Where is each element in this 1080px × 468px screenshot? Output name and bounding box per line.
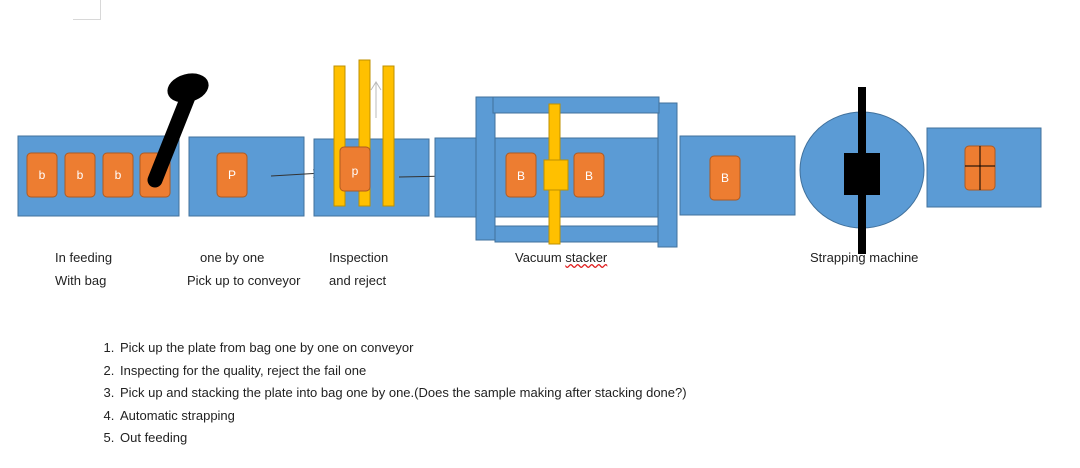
infeed-label-line2: With bag [55, 273, 107, 288]
stacker-label-word2: stacker [565, 250, 608, 265]
bag-plate-label: b [39, 168, 46, 182]
inspection-station: p [313, 59, 450, 217]
bag-plate: b [64, 152, 96, 198]
stacker-frame-right [657, 102, 678, 248]
stacker-station: B B [434, 96, 678, 248]
inspect-plate: p [339, 146, 371, 192]
reject-arrow-icon [370, 81, 382, 118]
process-step: Automatic strapping [118, 408, 687, 431]
vacuum-head [543, 159, 569, 191]
single-plate: P [216, 152, 248, 198]
process-diagram: b b b b P [17, 59, 1042, 254]
strap-plate: B [709, 155, 741, 201]
stacker-frame-top [492, 96, 660, 114]
stack-plate: B [505, 152, 537, 198]
pickup-label-line2: Pick up to conveyor [187, 273, 301, 288]
process-step: Pick up and stacking the plate into bag … [118, 385, 687, 408]
process-step: Out feeding [118, 430, 687, 453]
page-corner-mark [73, 0, 101, 20]
transfer-station: B [679, 135, 796, 216]
inspection-label-line1: Inspection [329, 250, 389, 265]
bag-plate-label: b [77, 168, 84, 182]
bag-plate-label: b [115, 168, 122, 182]
stacker-label: Vacuum stacker [515, 250, 607, 266]
stack-plate-label: B [585, 169, 593, 183]
bag-plate: b [26, 152, 58, 198]
pickup-arm-icon [147, 73, 209, 188]
process-step: Inspecting for the quality, reject the f… [118, 363, 687, 386]
inspection-rail [333, 65, 346, 207]
inspection-rail [382, 65, 395, 207]
process-step: Pick up the plate from bag one by one on… [118, 340, 687, 363]
stack-plate: B [573, 152, 605, 198]
single-plate-label: P [228, 168, 236, 182]
strapping-label: Strapping machine [810, 250, 919, 265]
stack-plate-label: B [517, 169, 525, 183]
inspect-plate-label: p [352, 164, 359, 178]
inspection-conveyor [313, 138, 430, 217]
stacker-frame-left [475, 96, 496, 241]
strapping-head-icon [844, 153, 880, 195]
outfeed-station [926, 127, 1042, 208]
pickup-station: P [188, 136, 322, 217]
inspection-rail [358, 59, 371, 207]
strap-plate-label: B [721, 171, 729, 185]
stacker-frame-bottom [494, 225, 659, 243]
infeed-station: b b b b [17, 73, 209, 217]
strapping-station [799, 87, 925, 254]
stacker-label-word1: Vacuum [515, 250, 562, 265]
process-steps-list: Pick up the plate from bag one by one on… [98, 340, 687, 453]
strapped-plate-icon [964, 145, 996, 191]
infeed-label-line1: In feeding [55, 250, 113, 265]
inspection-label-line2: and reject [329, 273, 387, 288]
bag-plate: b [102, 152, 134, 198]
pickup-label-line1: one by one [200, 250, 265, 265]
